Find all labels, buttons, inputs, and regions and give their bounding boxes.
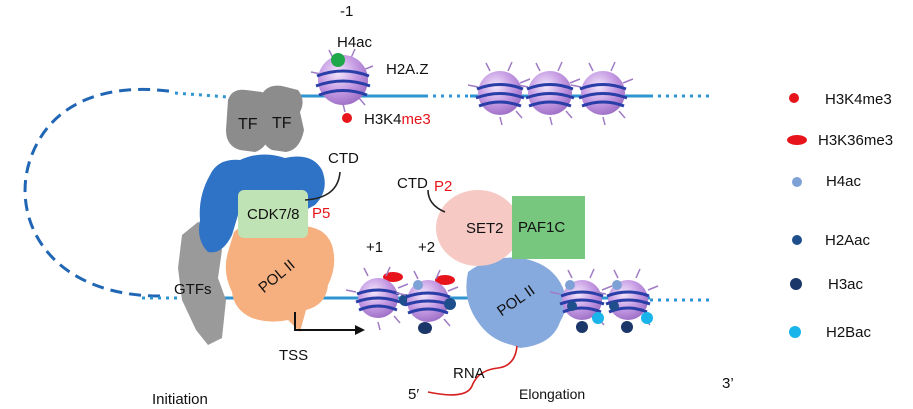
legend-label-h3k36me3: H3K36me3	[818, 132, 893, 149]
nucleosome-plus1	[345, 266, 409, 331]
h3ac-mark-plus2	[418, 322, 432, 334]
label-h3k4me3: H3K4me3	[364, 111, 431, 128]
label-cdk78: CDK7/8	[247, 206, 300, 223]
label-initiation: Initiation	[152, 391, 208, 408]
nucleosome-plus2	[395, 269, 459, 334]
nucleosome-top-4	[570, 61, 634, 126]
h4ac-mark-green	[331, 53, 345, 67]
label-minus1: -1	[340, 3, 353, 20]
set2-ellipse	[436, 190, 520, 266]
legend-label-h2aac: H2Aac	[825, 232, 871, 249]
label-gtfs: GTFs	[174, 281, 212, 298]
label-h2az: H2A.Z	[386, 61, 429, 78]
label-three-prime: 3’	[722, 375, 734, 392]
legend-label-h2bac: H2Bac	[826, 324, 872, 341]
legend-label-h4ac: H4ac	[826, 173, 862, 190]
label-rna: RNA	[453, 365, 485, 382]
nucleosome-top-3	[517, 61, 581, 126]
gtfs-shape	[178, 222, 226, 345]
legend-marker-h3k36me3	[787, 135, 807, 145]
nucleosome-right-2	[595, 268, 659, 333]
label-elongation: Elongation	[519, 386, 585, 402]
label-set2: SET2	[466, 220, 504, 237]
tss-arrowhead	[355, 325, 365, 335]
label-plus2: +2	[418, 239, 435, 256]
h3ac-mark-right-2	[621, 321, 633, 333]
tf-blob-left	[226, 89, 272, 152]
cdk78-box	[238, 190, 308, 238]
label-tss: TSS	[279, 347, 308, 364]
tss-arrow	[294, 312, 355, 331]
label-tf-2: TF	[272, 115, 292, 132]
legend-label-h3ac: H3ac	[828, 276, 864, 293]
label-ctd-right: CTD	[397, 175, 428, 192]
label-plus1: +1	[366, 239, 383, 256]
legend-marker-h2aac	[792, 235, 802, 245]
legend-marker-h3ac	[790, 278, 802, 290]
h3ac-mark-right-1	[576, 321, 588, 333]
nucleosome-minus1	[310, 48, 374, 113]
h2bac-mark-right-1	[592, 312, 604, 324]
legend-marker-h3k4me3	[789, 93, 799, 103]
label-p2: P2	[434, 178, 452, 195]
nucleosome-top-2	[467, 61, 531, 126]
label-h4ac-top: H4ac	[337, 34, 373, 51]
label-tf-1: TF	[238, 116, 258, 133]
rna-strand	[427, 345, 518, 396]
h2aac-mark-right-2	[609, 301, 619, 311]
h3k36me3-mark-plus2	[435, 275, 455, 285]
label-five-prime: 5′	[408, 386, 419, 403]
legend-marker-h2bac	[789, 326, 801, 338]
label-h3k4-suffix: me3	[402, 111, 431, 128]
h4ac-mark-right-2	[612, 280, 622, 290]
legend-label-h3k4me3: H3K4me3	[825, 91, 892, 108]
paf1c-box	[512, 196, 585, 259]
label-paf1c: PAF1C	[518, 219, 565, 236]
h2aac-mark-plus2	[444, 298, 456, 310]
legend-marker-h4ac	[792, 177, 802, 187]
pol2-elongation	[466, 257, 566, 348]
h4ac-mark-plus2	[413, 280, 423, 290]
dna-dotted-left-top	[174, 91, 229, 99]
legend: H3K4me3 H3K36me3 H4ac H2Aac H3ac H2Bac	[787, 91, 893, 341]
h3k4me3-mark-minus1	[342, 113, 352, 123]
h2bac-mark-right-2	[641, 312, 653, 324]
ctd-tail-right	[427, 189, 446, 213]
h2aac-mark-right-1	[567, 301, 577, 311]
h4ac-mark-right-1	[565, 280, 575, 290]
label-p5: P5	[312, 205, 330, 222]
dna-loop-dashed	[23, 87, 176, 298]
label-ctd-left: CTD	[328, 150, 359, 167]
h3k36me3-mark-plus1	[383, 272, 403, 282]
tf-blob-right	[261, 85, 304, 152]
label-h3k4-prefix: H3K4	[364, 111, 402, 128]
pol2-initiation	[225, 224, 335, 332]
ctd-tail-left	[304, 171, 341, 201]
